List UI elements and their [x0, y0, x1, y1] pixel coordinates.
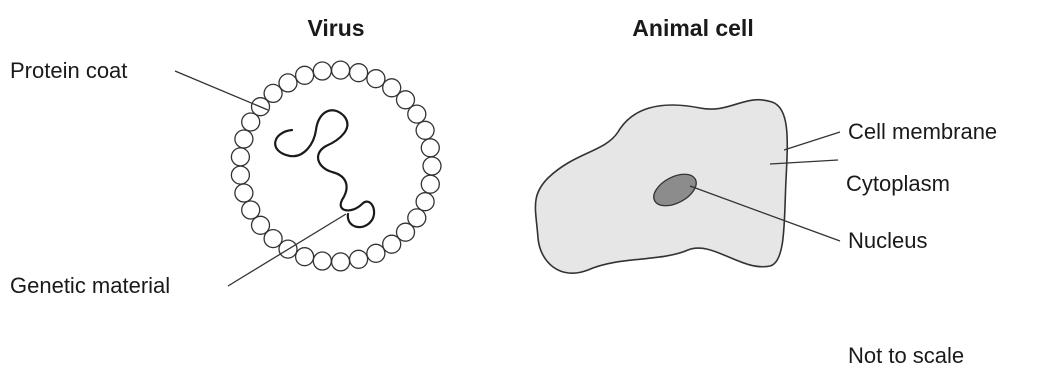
- capsomere: [332, 253, 350, 271]
- virus-title: Virus: [307, 15, 364, 41]
- capsomere: [279, 74, 297, 92]
- capsomere: [296, 66, 314, 84]
- protein-coat-leader: [175, 71, 268, 110]
- capsomere: [350, 250, 368, 268]
- capsomere: [421, 175, 439, 193]
- cell-membrane-label: Cell membrane: [848, 119, 997, 144]
- capsomere: [416, 193, 434, 211]
- capsomere: [252, 216, 270, 234]
- capsomere: [235, 184, 253, 202]
- capsomere: [242, 113, 260, 131]
- capsomere: [332, 61, 350, 79]
- cell-membrane-leader: [784, 132, 840, 150]
- genetic-material-label: Genetic material: [10, 273, 170, 298]
- not-to-scale-note: Not to scale: [848, 343, 964, 368]
- capsomere: [367, 70, 385, 88]
- capsomere: [416, 121, 434, 139]
- animal-cell-title: Animal cell: [632, 15, 753, 41]
- capsomere: [231, 148, 249, 166]
- protein-coat-capsomeres: [231, 61, 441, 271]
- capsomere: [383, 235, 401, 253]
- genetic-material-leader: [228, 214, 346, 286]
- cytoplasm-label: Cytoplasm: [846, 171, 950, 196]
- genetic-material-strand: [275, 110, 374, 227]
- capsomere: [296, 248, 314, 266]
- capsomere: [350, 64, 368, 82]
- nucleus-label: Nucleus: [848, 228, 927, 253]
- capsomere: [367, 244, 385, 262]
- capsomere: [231, 166, 249, 184]
- capsomere: [313, 62, 331, 80]
- capsomere: [408, 105, 426, 123]
- capsomere: [423, 157, 441, 175]
- capsomere: [421, 139, 439, 157]
- capsomere: [313, 252, 331, 270]
- protein-coat-label: Protein coat: [10, 58, 127, 83]
- capsomere: [242, 201, 260, 219]
- capsomere: [235, 130, 253, 148]
